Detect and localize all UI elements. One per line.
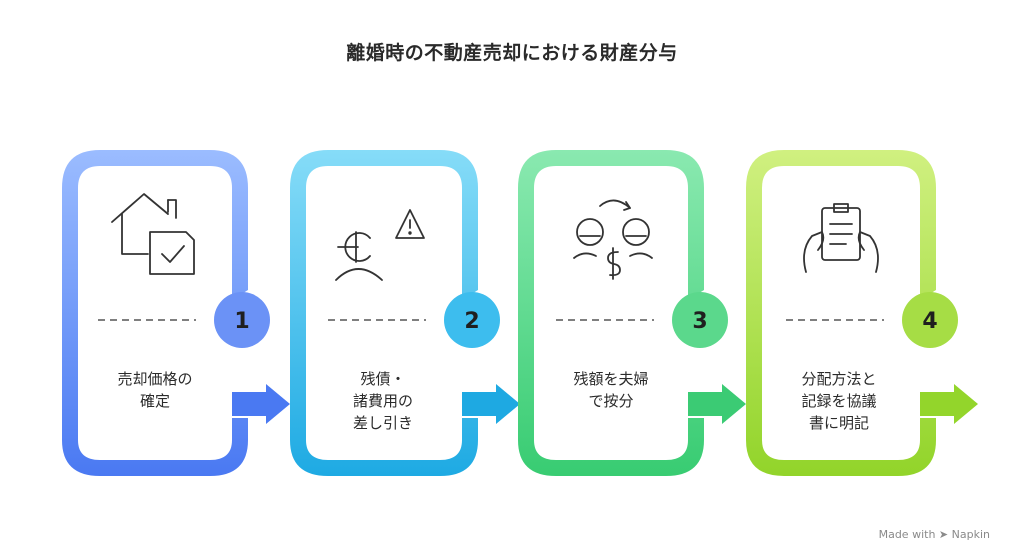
step-1-number: 1: [234, 309, 249, 334]
house-check-icon: [111, 193, 195, 275]
step-1-label: 売却価格の 確定: [117, 370, 193, 410]
step-1-card: 1: [62, 150, 290, 476]
split-money-icon: [573, 199, 653, 280]
napkin-credit[interactable]: Made with ➤ Napkin: [878, 528, 990, 541]
person-debt-warning-icon: [335, 209, 425, 281]
step-3-number: 3: [692, 309, 707, 334]
step-4-number: 4: [922, 309, 937, 334]
napkin-logo-icon: ➤: [938, 528, 949, 541]
document-hands-icon: [803, 203, 879, 273]
step-3-label: 残額を夫婦 で按分: [573, 370, 649, 410]
step-1-number-badge: [214, 292, 270, 348]
step-4-number-badge: [902, 292, 958, 348]
page-title: 離婚時の不動産売却における財産分与: [346, 42, 678, 64]
step-2-number-badge: [444, 292, 500, 348]
step-4-card: 4: [746, 150, 978, 476]
step-3-number-badge: [672, 292, 728, 348]
step-2-label: 残債・ 諸費用の 差し引き: [352, 370, 413, 432]
step-3-card: 3: [518, 150, 746, 476]
step-4-label: 分配方法と 記録を協議 書に明記: [801, 370, 877, 432]
step-2-card: 2: [290, 150, 520, 476]
step-2-number: 2: [464, 309, 479, 334]
